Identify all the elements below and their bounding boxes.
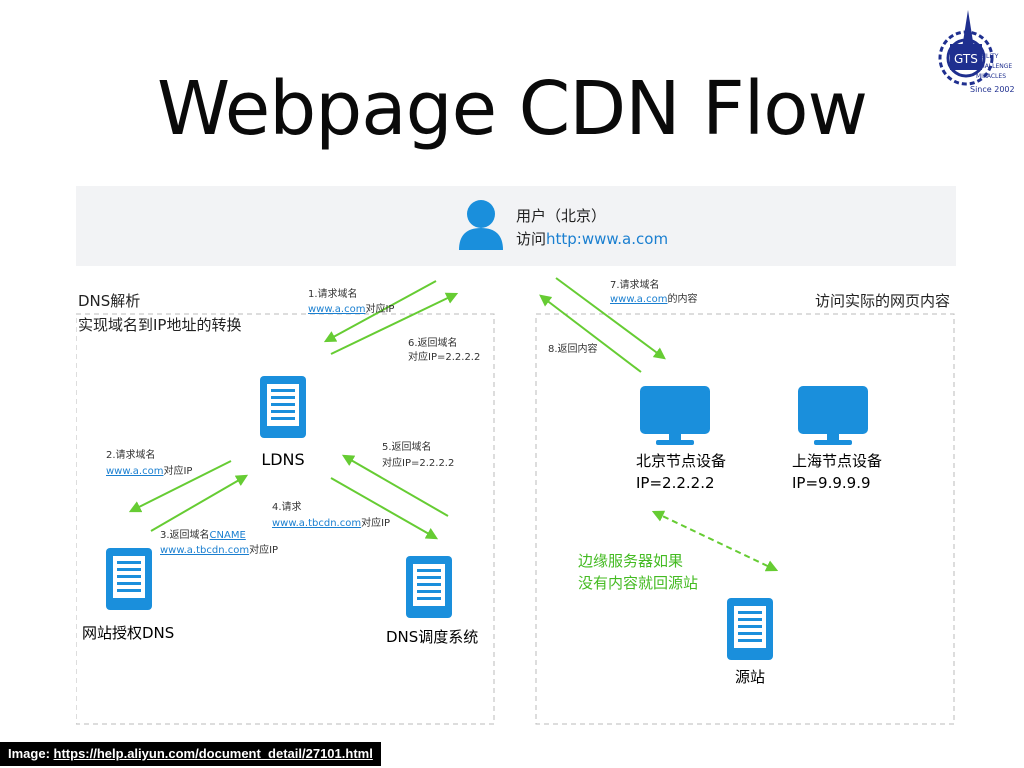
content-panel-title: 访问实际的网页内容 — [815, 292, 950, 310]
gear-logo-icon: GTS ABILITY CHALLENGE MIRACLES Since 200… — [938, 10, 1015, 94]
dns-sched-server-icon — [406, 556, 452, 618]
step5-label: 5.返回域名 — [382, 440, 432, 453]
arrow-step-8 — [539, 294, 642, 373]
edge-note-line2: 没有内容就回源站 — [578, 574, 698, 592]
dns-panel-title: DNS解析 — [78, 292, 140, 310]
arrow-step-1 — [330, 292, 459, 355]
logo-text-4: Since 2002 — [970, 85, 1015, 94]
arrow-step-7 — [555, 277, 666, 360]
arrow-origin-fetch — [651, 510, 779, 572]
auth-dns-server-icon — [106, 548, 152, 610]
step2-domain: www.a.com对应IP — [106, 464, 192, 477]
edge-note-line1: 边缘服务器如果 — [578, 552, 683, 570]
step6-label: 6.返回域名 — [408, 336, 458, 349]
image-credit-link[interactable]: https://help.aliyun.com/document_detail/… — [53, 746, 373, 761]
step6-ip: 对应IP=2.2.2.2 — [408, 350, 480, 363]
step7-domain: www.a.com的内容 — [610, 292, 697, 305]
arrow-step-3 — [150, 474, 249, 532]
shanghai-node-name: 上海节点设备 — [792, 452, 882, 470]
step3-domain: www.a.tbcdn.com对应IP — [160, 543, 278, 556]
dns-panel-subtitle: 实现域名到IP地址的转换 — [78, 316, 241, 334]
user-icon — [459, 200, 503, 250]
content-panel — [535, 313, 955, 725]
dns-sched-label: DNS调度系统 — [386, 628, 478, 646]
step3-label: 3.返回域名CNAME — [160, 528, 246, 541]
beijing-node-ip: IP=2.2.2.2 — [636, 474, 715, 492]
ldns-label: LDNS — [261, 450, 304, 469]
step1-domain: www.a.com对应IP — [308, 302, 394, 315]
svg-text:GTS: GTS — [954, 52, 978, 66]
step1-label: 1.请求域名 — [308, 287, 358, 300]
cdn-flow-diagram: 用户（北京） 访问http:www.a.com DNS解析 实现域名到IP地址的… — [76, 186, 956, 725]
page-title: Webpage CDN Flow — [156, 66, 868, 152]
step4-domain: www.a.tbcdn.com对应IP — [272, 516, 390, 529]
user-banner — [76, 186, 956, 266]
auth-dns-label: 网站授权DNS — [82, 624, 174, 642]
image-credit-label: Image: — [8, 746, 50, 761]
shanghai-node-ip: IP=9.9.9.9 — [792, 474, 871, 492]
step4-label: 4.请求 — [272, 500, 302, 513]
step7-label: 7.请求域名 — [610, 278, 660, 291]
beijing-node-name: 北京节点设备 — [636, 452, 726, 470]
beijing-node-icon — [640, 386, 710, 445]
origin-label: 源站 — [735, 668, 765, 686]
arrow-step-4 — [330, 477, 439, 540]
user-label: 用户（北京） — [516, 207, 606, 225]
image-credit: Image: https://help.aliyun.com/document_… — [0, 742, 381, 766]
dns-panel — [76, 313, 495, 725]
arrow-step-6 — [323, 280, 437, 343]
step5-ip: 对应IP=2.2.2.2 — [382, 456, 454, 469]
ldns-server-icon — [260, 376, 306, 438]
step8-label: 8.返回内容 — [548, 342, 598, 355]
user-access-label: 访问http:www.a.com — [516, 230, 668, 248]
logo-text-2: CHALLENGE — [976, 63, 1012, 70]
step2-label: 2.请求域名 — [106, 448, 156, 461]
origin-server-icon — [727, 598, 773, 660]
logo-text-1: ABILITY — [976, 53, 999, 60]
arrow-step-5 — [341, 454, 449, 517]
arrow-step-2 — [128, 460, 232, 513]
logo-text-3: MIRACLES — [976, 73, 1006, 80]
shanghai-node-icon — [798, 386, 868, 445]
